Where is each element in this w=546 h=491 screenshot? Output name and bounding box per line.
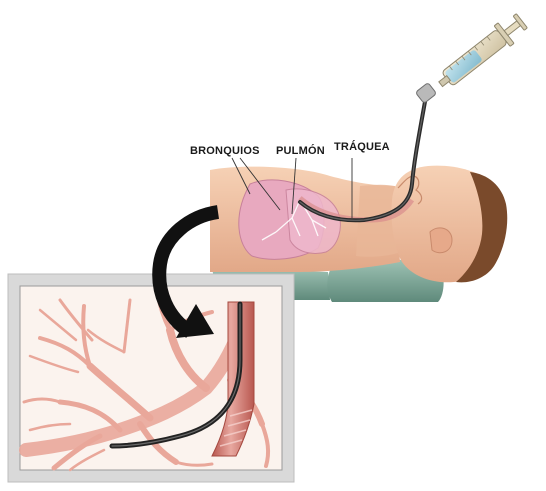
syringe-icon — [415, 11, 529, 104]
inset-zoom — [8, 274, 294, 482]
label-traquea: TRÁQUEA — [334, 140, 390, 153]
ear — [430, 228, 452, 253]
label-pulmon: PULMÓN — [276, 144, 325, 157]
label-bronquios: BRONQUIOS — [190, 145, 260, 157]
